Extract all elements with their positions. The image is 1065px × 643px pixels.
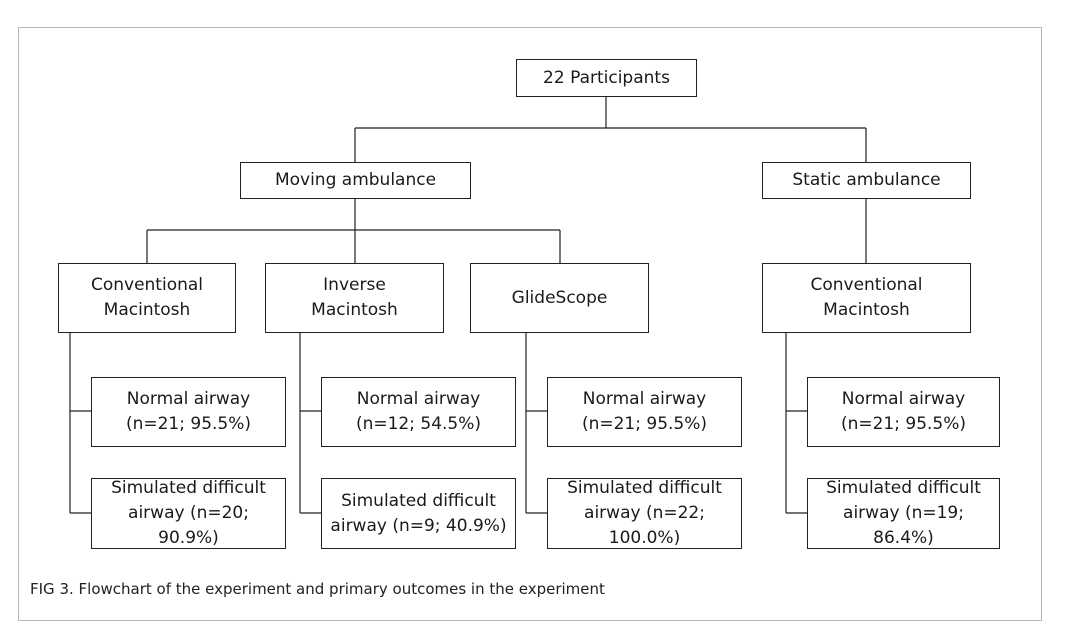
static-ambulance-box: Static ambulance (762, 162, 971, 199)
outcome-box-normal-airway: Normal airway (n=21; 95.5%) (807, 377, 1000, 447)
outcome-box-difficult-airway: Simulated difficult airway (n=20; 90.9%) (91, 478, 286, 549)
device-box-inverse-macintosh: Inverse Macintosh (265, 263, 444, 333)
moving-ambulance-box: Moving ambulance (240, 162, 471, 199)
device-box-conventional-macintosh-moving: Conventional Macintosh (58, 263, 236, 333)
participants-box: 22 Participants (516, 59, 697, 97)
device-box-glidescope: GlideScope (470, 263, 649, 333)
figure-caption: FIG 3. Flowchart of the experiment and p… (30, 580, 605, 598)
outcome-box-difficult-airway: Simulated difficult airway (n=9; 40.9%) (321, 478, 516, 549)
figure-frame (18, 27, 1042, 621)
outcome-box-normal-airway: Normal airway (n=21; 95.5%) (91, 377, 286, 447)
outcome-box-difficult-airway: Simulated difficult airway (n=22; 100.0%… (547, 478, 742, 549)
outcome-box-normal-airway: Normal airway (n=12; 54.5%) (321, 377, 516, 447)
outcome-box-difficult-airway: Simulated difficult airway (n=19; 86.4%) (807, 478, 1000, 549)
outcome-box-normal-airway: Normal airway (n=21; 95.5%) (547, 377, 742, 447)
device-box-conventional-macintosh-static: Conventional Macintosh (762, 263, 971, 333)
